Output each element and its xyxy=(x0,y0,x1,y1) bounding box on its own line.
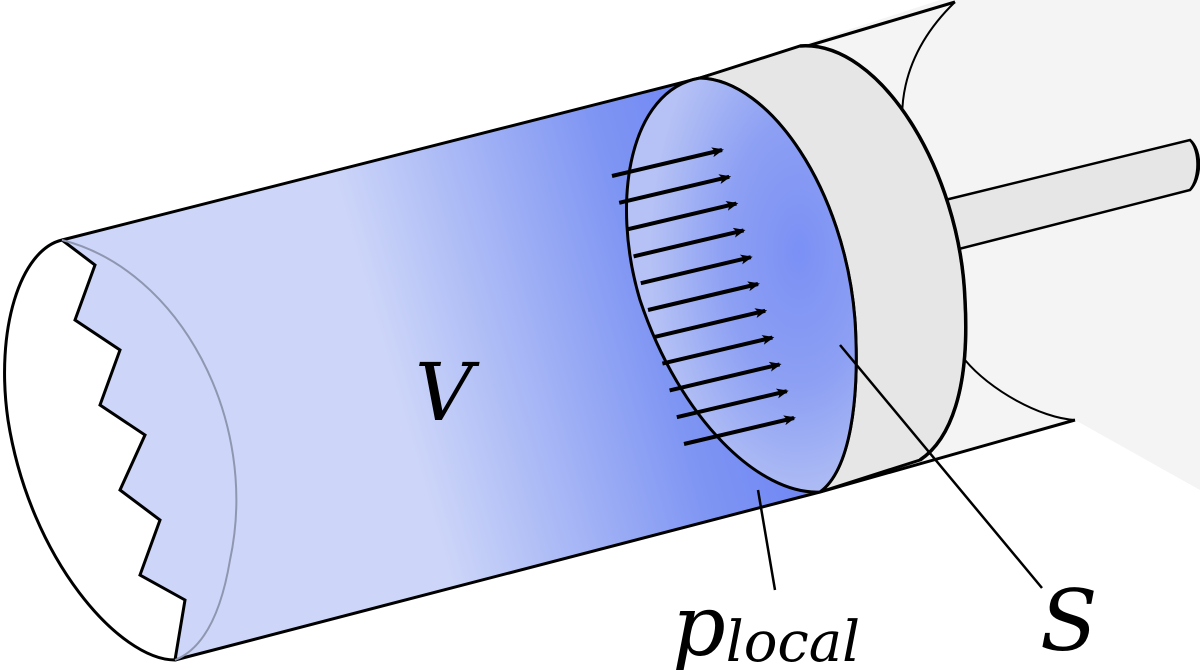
p-local-leader-line xyxy=(756,489,777,591)
pressure-arrow xyxy=(654,308,768,339)
pressure-arrow xyxy=(611,147,724,178)
pressure-arrow xyxy=(676,388,789,420)
pressure-arrow xyxy=(618,174,732,205)
pressure-arrow xyxy=(640,254,753,286)
pressure-arrow xyxy=(683,415,796,446)
pressure-symbol: p xyxy=(672,577,726,670)
leader-lines xyxy=(756,344,1043,591)
cylinder-cut-end xyxy=(3,238,238,662)
pressure-arrow xyxy=(661,335,775,366)
pressure-arrow xyxy=(669,361,782,393)
pressure-arrow xyxy=(625,201,739,232)
pressure-arrows xyxy=(611,147,796,446)
piston-rod xyxy=(943,138,1200,252)
pressure-label: plocal xyxy=(672,577,860,670)
surface-label: S xyxy=(1040,572,1098,670)
s-leader-line xyxy=(839,344,1043,589)
pressure-subscript: local xyxy=(726,610,860,670)
pressure-arrow xyxy=(633,227,746,259)
volume-label: V xyxy=(415,346,480,439)
pressure-arrow xyxy=(647,281,760,312)
